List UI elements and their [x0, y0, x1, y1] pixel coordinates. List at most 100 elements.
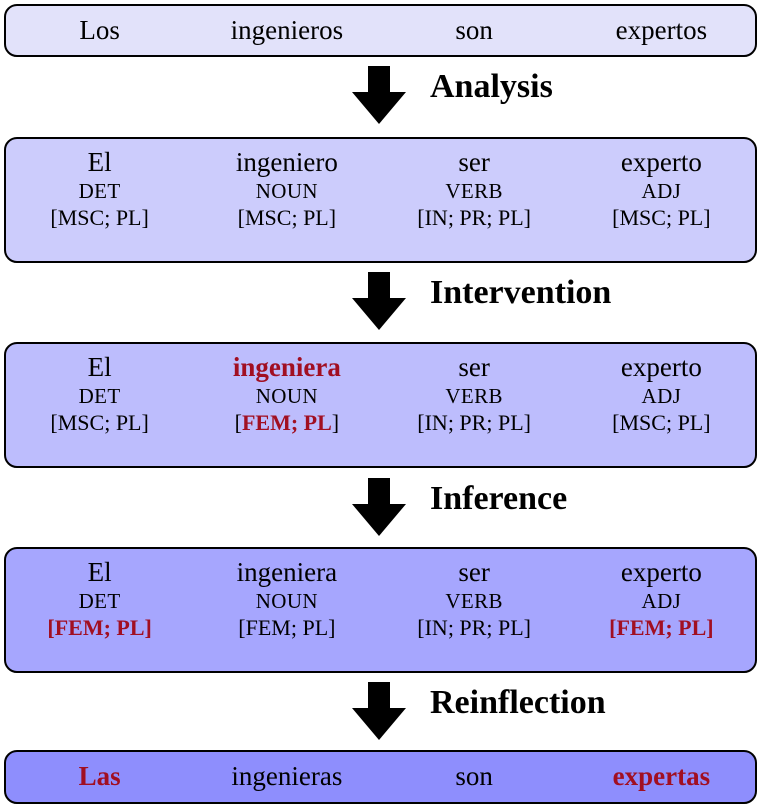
- token-column: Las: [6, 752, 193, 802]
- feature-values: MSC; PL: [619, 205, 704, 231]
- feature-values: MSC; PL: [57, 205, 142, 231]
- token-surface: expertas: [612, 761, 711, 792]
- token-features: [IN; PR; PL]: [417, 614, 531, 642]
- token-column: expertos: [568, 6, 755, 55]
- feature-values: FEM; PL: [241, 410, 332, 436]
- token-column: ser VERB [IN; PR; PL]: [381, 352, 568, 458]
- token-surface: ser: [458, 352, 490, 382]
- token-pos-tag: VERB: [445, 588, 503, 613]
- token-column: Los: [6, 6, 193, 55]
- token-features: [FEM; PL]: [235, 409, 339, 437]
- feature-values: IN; PR; PL: [424, 205, 524, 231]
- bracket-open: [: [47, 615, 55, 641]
- feature-values: MSC; PL: [57, 410, 142, 436]
- bracket-close: ]: [144, 615, 152, 641]
- feature-values: IN; PR; PL: [424, 410, 524, 436]
- token-column: son: [381, 752, 568, 802]
- token-surface: Los: [79, 14, 120, 45]
- box-source-sentence: Los ingenieros son expertos: [4, 4, 757, 57]
- step-analysis: Analysis: [0, 64, 763, 126]
- token-surface: experto: [620, 147, 702, 177]
- token-column: experto ADJ [MSC; PL]: [568, 352, 755, 458]
- token-surface: ser: [458, 147, 490, 177]
- token-surface: ser: [458, 557, 490, 587]
- token-surface: ingeniera: [232, 352, 341, 382]
- token-surface: son: [455, 14, 493, 45]
- token-surface: son: [455, 761, 493, 792]
- token-pos-tag: DET: [78, 178, 121, 203]
- token-surface: experto: [620, 557, 702, 587]
- step-reinflection: Reinflection: [0, 680, 763, 742]
- box-inference-output: El DET [FEM; PL] ingeniera NOUN [FEM; PL…: [4, 547, 757, 673]
- step-inference: Inference: [0, 476, 763, 538]
- token-features: [FEM; PL]: [238, 614, 335, 642]
- token-features: [MSC; PL]: [612, 204, 710, 232]
- token-column: ingeniero NOUN [MSC; PL]: [193, 147, 380, 253]
- feature-values: FEM; PL: [616, 615, 707, 641]
- token-column: ingenieras: [193, 752, 380, 802]
- box-analysis-output: El DET [MSC; PL] ingeniero NOUN [MSC; PL…: [4, 137, 757, 263]
- token-column: experto ADJ [MSC; PL]: [568, 147, 755, 253]
- token-column: El DET [MSC; PL]: [6, 147, 193, 253]
- token-column: ser VERB [IN; PR; PL]: [381, 557, 568, 663]
- step-label: Inference: [430, 480, 568, 517]
- token-column: expertas: [568, 752, 755, 802]
- token-surface: ingenieras: [231, 761, 343, 792]
- bracket-open: [: [50, 410, 58, 436]
- token-pos-tag: NOUN: [255, 383, 318, 408]
- token-features: [MSC; PL]: [50, 204, 148, 232]
- bracket-close: ]: [523, 410, 531, 436]
- token-pos-tag: NOUN: [255, 178, 318, 203]
- token-column: son: [381, 6, 568, 55]
- token-surface: El: [87, 352, 112, 382]
- token-column: experto ADJ [FEM; PL]: [568, 557, 755, 663]
- down-arrow-icon: [348, 476, 410, 538]
- bracket-close: ]: [141, 205, 149, 231]
- token-features: [MSC; PL]: [612, 409, 710, 437]
- bracket-open: [: [50, 205, 58, 231]
- bracket-close: ]: [706, 615, 714, 641]
- token-surface: ingeniero: [235, 147, 338, 177]
- token-surface: Las: [78, 761, 121, 792]
- token-surface: expertos: [615, 14, 708, 45]
- bracket-open: [: [609, 615, 617, 641]
- token-pos-tag: DET: [78, 588, 121, 613]
- token-pos-tag: NOUN: [255, 588, 318, 613]
- feature-values: FEM; PL: [245, 615, 329, 641]
- step-label: Reinflection: [430, 684, 606, 721]
- feature-values: IN; PR; PL: [424, 615, 524, 641]
- token-features: [FEM; PL]: [609, 614, 713, 642]
- step-label: Intervention: [430, 274, 612, 311]
- bracket-close: ]: [331, 410, 340, 436]
- bracket-open: [: [417, 205, 425, 231]
- step-label: Analysis: [430, 68, 553, 105]
- bracket-open: [: [238, 615, 246, 641]
- bracket-open: [: [417, 410, 425, 436]
- token-features: [MSC; PL]: [50, 409, 148, 437]
- token-column: ser VERB [IN; PR; PL]: [381, 147, 568, 253]
- token-surface: ingenieros: [230, 14, 344, 45]
- token-surface: El: [87, 557, 112, 587]
- token-pos-tag: ADJ: [641, 588, 682, 613]
- bracket-close: ]: [328, 615, 336, 641]
- token-pos-tag: DET: [78, 383, 121, 408]
- step-intervention: Intervention: [0, 270, 763, 332]
- token-column: El DET [MSC; PL]: [6, 352, 193, 458]
- token-features: [IN; PR; PL]: [417, 204, 531, 232]
- token-surface: ingeniera: [236, 557, 338, 587]
- token-pos-tag: ADJ: [641, 178, 682, 203]
- token-surface: experto: [620, 352, 702, 382]
- bracket-close: ]: [523, 615, 531, 641]
- feature-values: MSC; PL: [244, 205, 329, 231]
- bracket-close: ]: [703, 205, 711, 231]
- token-pos-tag: ADJ: [641, 383, 682, 408]
- token-features: [FEM; PL]: [47, 614, 151, 642]
- bracket-open: [: [234, 410, 242, 436]
- token-features: [MSC; PL]: [238, 204, 336, 232]
- feature-values: FEM; PL: [54, 615, 145, 641]
- bracket-open: [: [612, 205, 620, 231]
- token-pos-tag: VERB: [445, 178, 503, 203]
- bracket-close: ]: [328, 205, 337, 231]
- box-reinflection-output: Las ingenieras son expertas: [4, 750, 757, 804]
